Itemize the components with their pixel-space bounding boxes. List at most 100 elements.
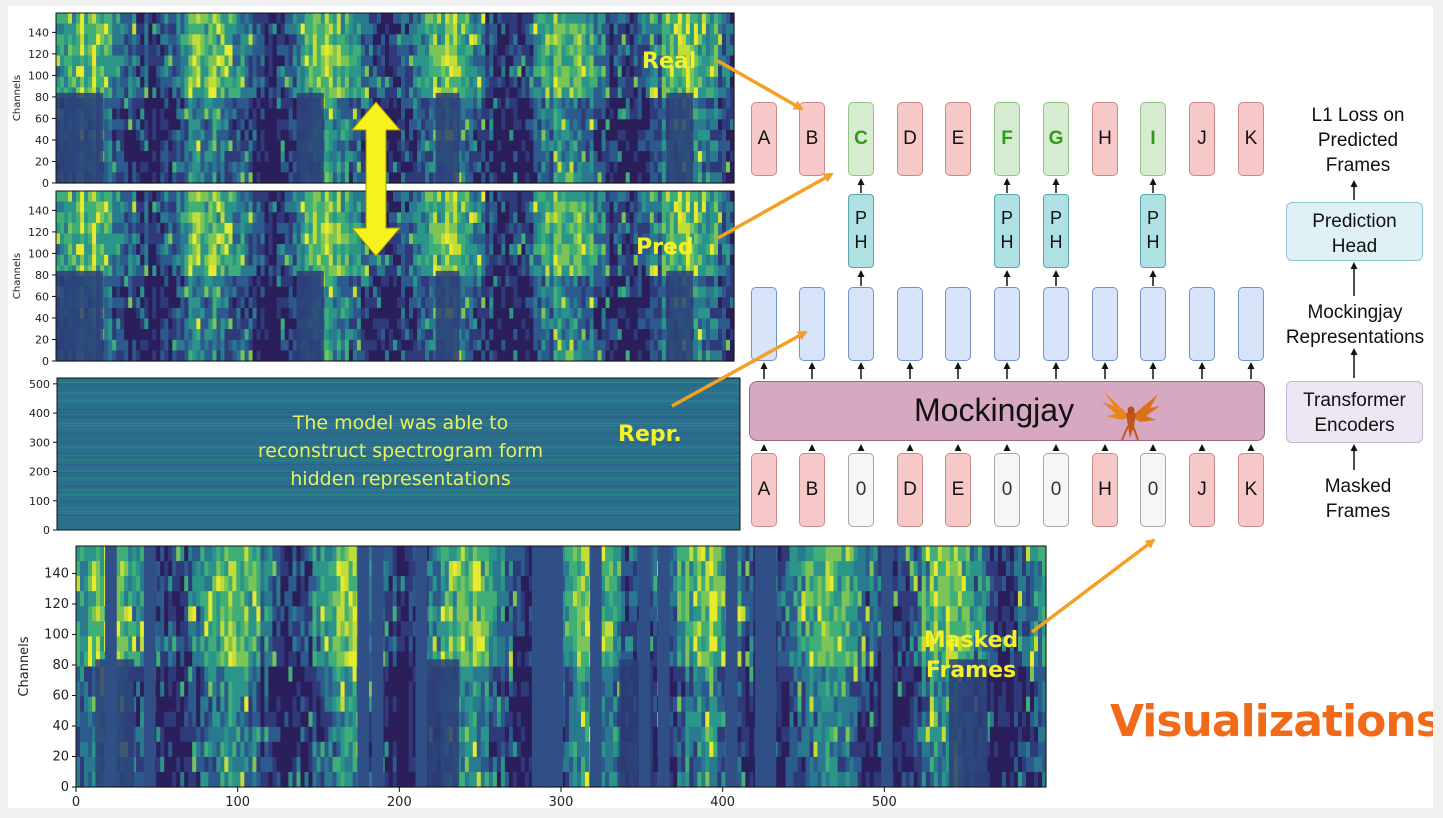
note-line-1: The model was able to <box>292 412 509 434</box>
y-axis-label: Channels <box>12 253 23 299</box>
output-frame-10: J <box>1189 102 1215 176</box>
y-tick-label: 120 <box>28 226 49 239</box>
ph-letter-p: P <box>1049 208 1062 228</box>
note-line-2: reconstruct spectrogram form <box>257 440 544 462</box>
x-tick-label: 0 <box>72 795 80 808</box>
y-tick-label: 140 <box>28 26 49 39</box>
masked-callout-line-1: Masked <box>923 628 1019 653</box>
masked-frames-legend-label: Masked Frames <box>1291 474 1425 524</box>
slide-title: Visualizations <box>1110 696 1433 747</box>
prediction-head-legend-box: Prediction Head <box>1286 202 1423 261</box>
output-frame-8: H <box>1092 102 1118 176</box>
output-frame-7: G <box>1043 102 1069 176</box>
ph-letter-h: H <box>854 232 868 252</box>
y-tick-label: 20 <box>52 749 69 764</box>
y-tick-label: 100 <box>28 247 49 260</box>
ph-letter-p: P <box>1000 208 1013 228</box>
repr-callout: Repr. <box>618 422 682 447</box>
representation-vector-10 <box>1189 287 1215 361</box>
y-tick-label: 100 <box>28 69 49 82</box>
output-frame-6: F <box>994 102 1020 176</box>
representation-vector-4 <box>897 287 923 361</box>
prediction-head-line-2: Head <box>1331 236 1378 257</box>
representation-vector-7 <box>1043 287 1069 361</box>
y-tick-label: 120 <box>44 597 69 612</box>
pred-callout: Pred <box>636 235 694 260</box>
y-tick-label: 40 <box>52 719 69 734</box>
y-axis-label: Channels <box>12 75 23 121</box>
prediction-head-line-1: Prediction <box>1312 211 1397 232</box>
note-line-3: hidden representations <box>290 468 511 490</box>
input-frame-6: 0 <box>994 453 1020 527</box>
y-tick-label: 0 <box>43 524 50 536</box>
representation-vector-5 <box>945 287 971 361</box>
y-tick-label: 40 <box>35 312 49 325</box>
output-frame-5: E <box>945 102 971 176</box>
transformer-encoders-legend-box: Transformer Encoders <box>1286 381 1423 443</box>
input-frame-2: B <box>799 453 825 527</box>
input-frame-3: 0 <box>848 453 874 527</box>
representations-line-1: Mockingjay <box>1307 302 1403 323</box>
y-tick-label: 80 <box>52 658 69 673</box>
real-callout: Real <box>642 49 697 74</box>
mockingjay-encoder-block: Mockingjay <box>749 381 1265 441</box>
masked-frames-line-1: Masked <box>1324 476 1392 497</box>
y-tick-label: 80 <box>35 269 49 282</box>
output-frame-3: C <box>848 102 874 176</box>
output-frame-11: K <box>1238 102 1264 176</box>
masked-frames-line-2: Frames <box>1325 501 1391 522</box>
y-tick-label: 140 <box>44 566 69 581</box>
mockingjay-bird-icon <box>1102 392 1160 441</box>
y-tick-label: 20 <box>35 155 49 168</box>
input-frame-8: H <box>1092 453 1118 527</box>
representation-vector-9 <box>1140 287 1166 361</box>
input-frame-11: K <box>1238 453 1264 527</box>
y-tick-label: 20 <box>35 333 49 346</box>
output-frame-9: I <box>1140 102 1166 176</box>
y-tick-label: 100 <box>44 627 69 642</box>
y-tick-label: 0 <box>42 355 49 368</box>
representation-vector-3 <box>848 287 874 361</box>
l1-loss-line-2: Predicted <box>1317 130 1399 151</box>
y-tick-label: 80 <box>35 91 49 104</box>
output-frame-1: A <box>751 102 777 176</box>
mockingjay-label: Mockingjay <box>914 392 1075 428</box>
representation-vector-8 <box>1092 287 1118 361</box>
y-tick-label: 100 <box>29 495 50 508</box>
ph-letter-h: H <box>1000 232 1014 252</box>
output-frame-4: D <box>897 102 923 176</box>
y-tick-label: 500 <box>29 378 50 391</box>
input-frame-9: 0 <box>1140 453 1166 527</box>
representations-line-2: Representations <box>1285 327 1425 348</box>
ph-letter-p: P <box>854 208 867 228</box>
y-tick-label: 60 <box>52 688 69 703</box>
input-frame-4: D <box>897 453 923 527</box>
y-tick-label: 200 <box>29 466 50 479</box>
representation-vector-2 <box>799 287 825 361</box>
x-tick-label: 500 <box>872 795 897 808</box>
y-tick-label: 400 <box>29 407 50 420</box>
transformer-encoders-line-2: Encoders <box>1314 415 1395 436</box>
representation-vector-11 <box>1238 287 1264 361</box>
x-tick-label: 400 <box>710 795 735 808</box>
y-tick-label: 40 <box>35 134 49 147</box>
input-frame-7: 0 <box>1043 453 1069 527</box>
y-axis-label: Channels <box>17 636 32 696</box>
representation-vector-1 <box>751 287 777 361</box>
y-tick-label: 60 <box>35 290 49 303</box>
y-tick-label: 0 <box>61 780 69 795</box>
x-tick-label: 100 <box>225 795 250 808</box>
x-tick-label: 300 <box>549 795 574 808</box>
